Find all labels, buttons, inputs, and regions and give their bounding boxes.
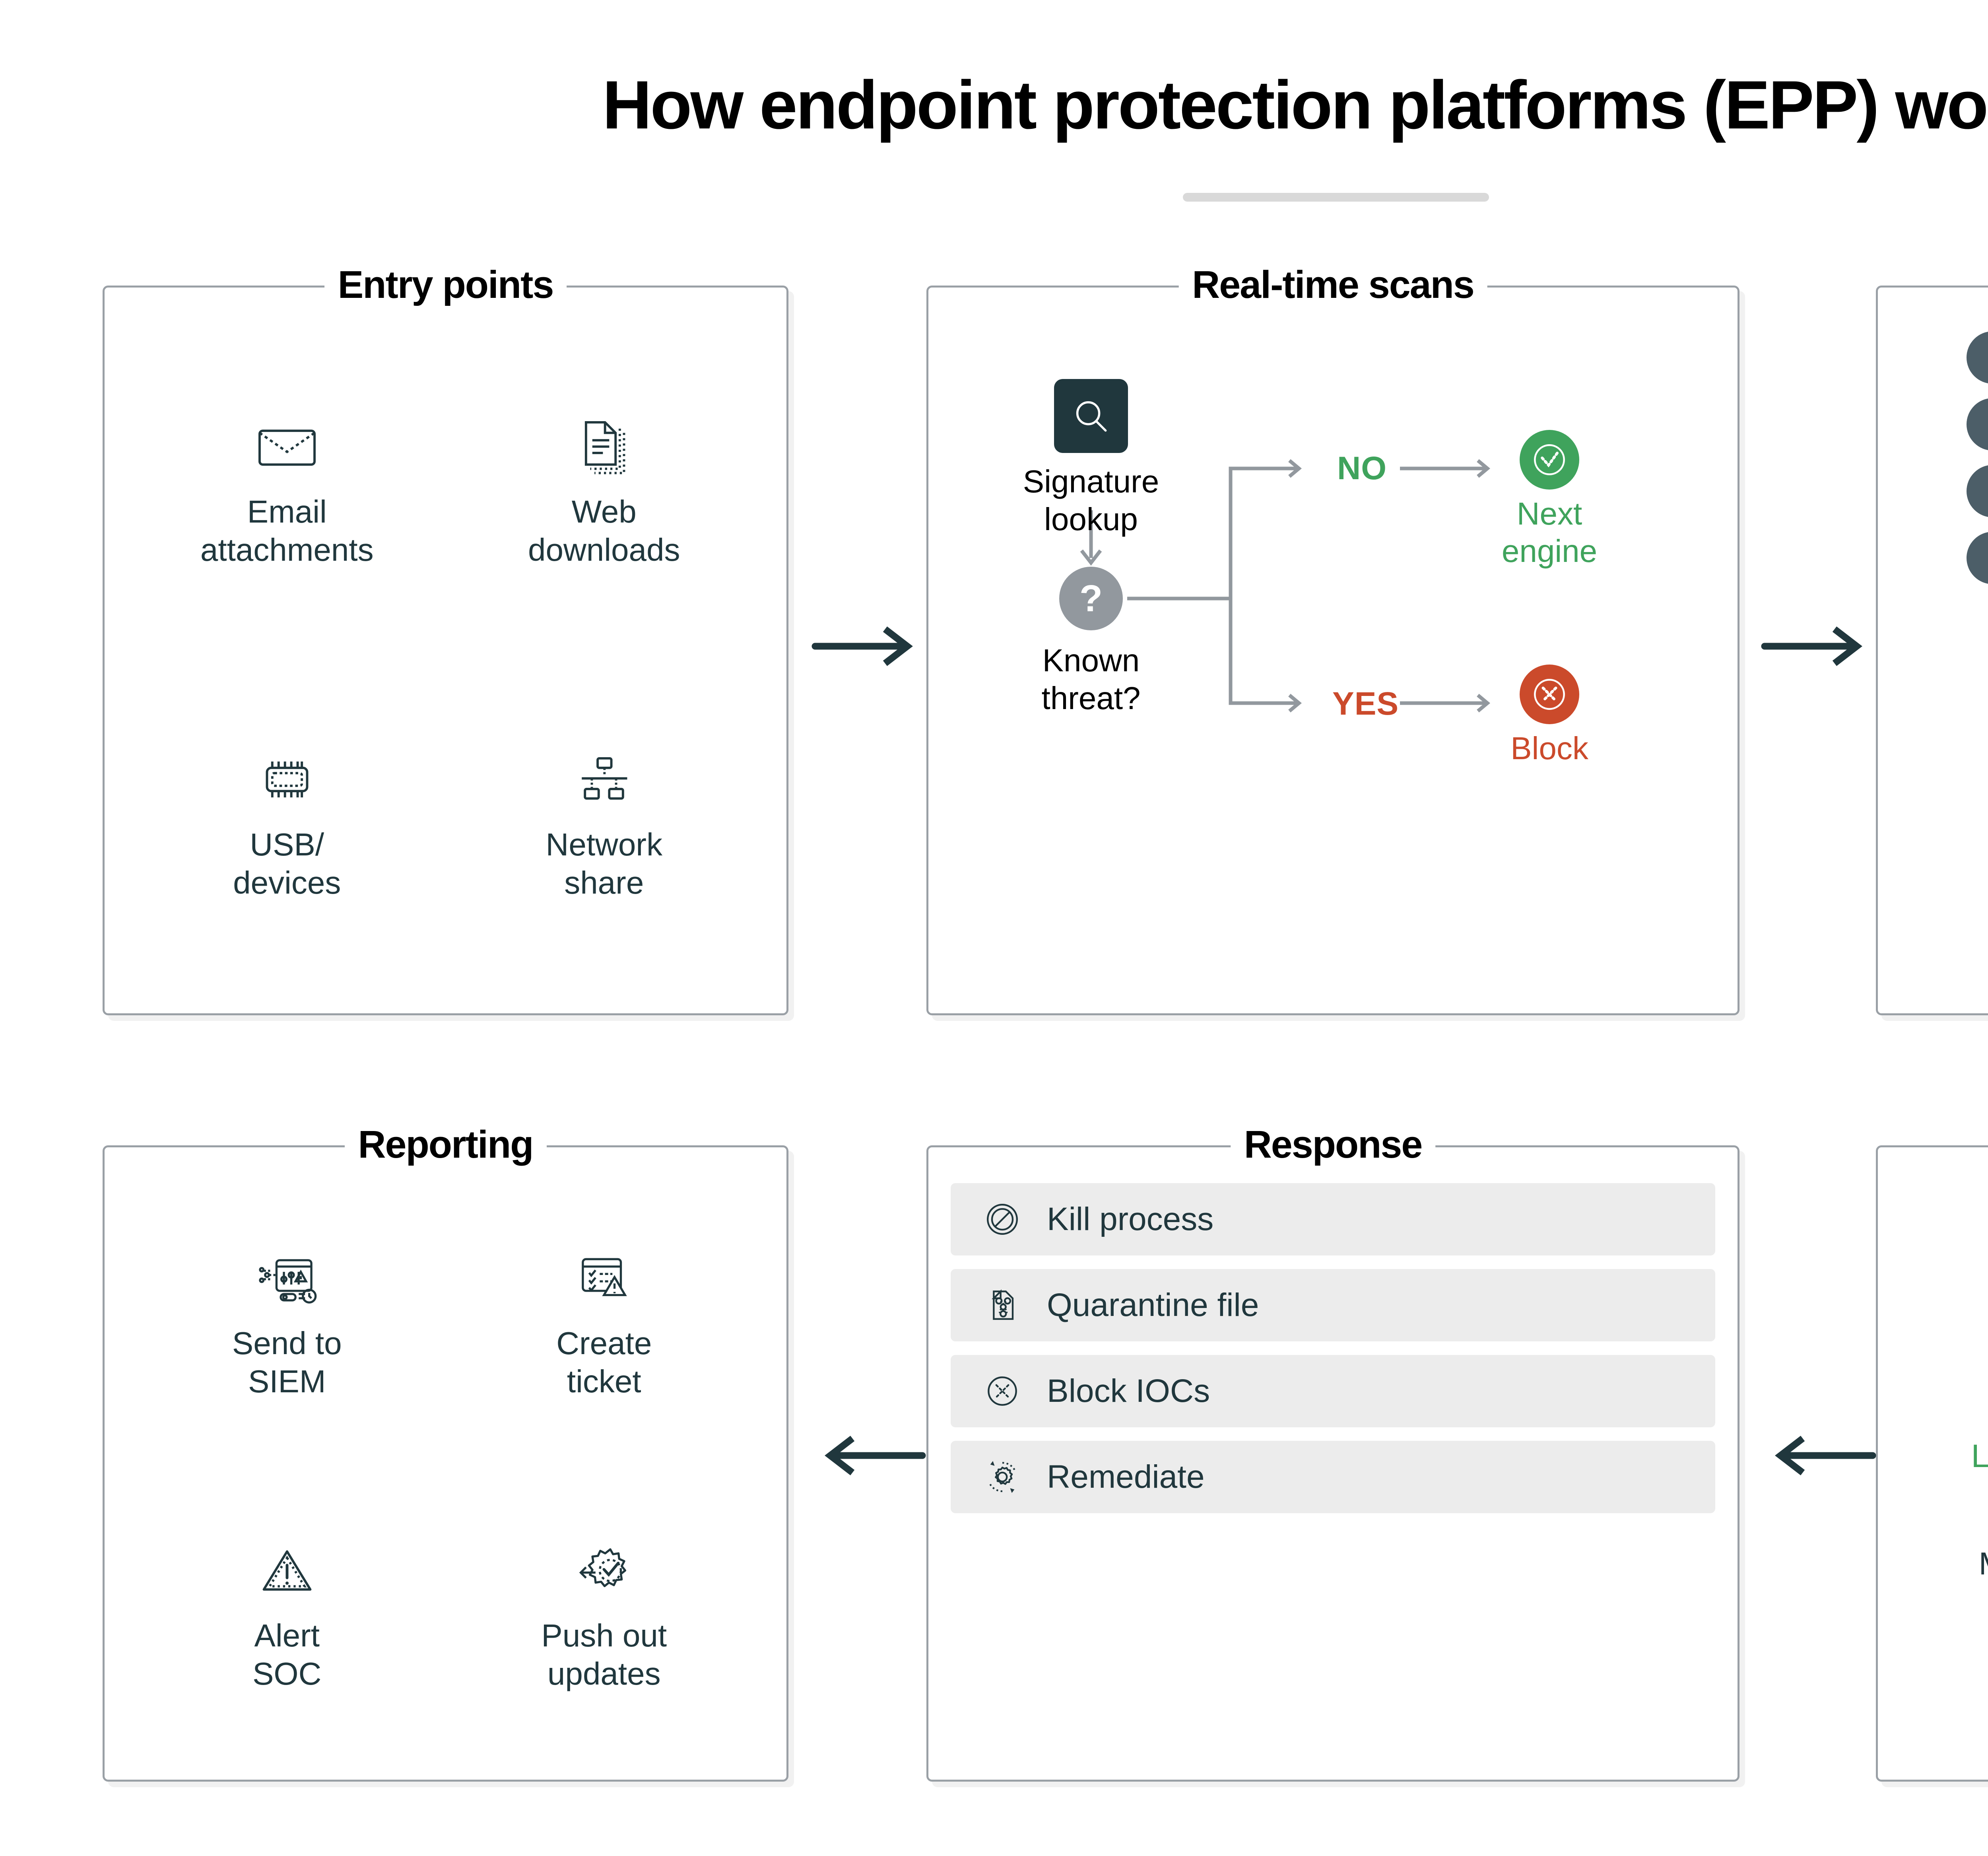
- panel-reporting: Reporting: [103, 1119, 788, 1782]
- gear-refresh-icon: [980, 1455, 1025, 1499]
- entry-item-network-share: Network share: [546, 744, 662, 902]
- panel-real-time-scans: Real-time scans: [926, 259, 1740, 1015]
- risk-label-low: Low risk: [1971, 1438, 1988, 1474]
- response-action-remediate[interactable]: Remediate: [951, 1441, 1715, 1513]
- panel-deep-analysis: Deep analysis Static analysis ML classif…: [1876, 286, 1988, 1015]
- entry-label: Web downloads: [528, 494, 680, 567]
- connector-response-to-reporting: [811, 1430, 930, 1483]
- magnifier-icon: [1054, 379, 1128, 453]
- scan-flow-lines: [1080, 459, 1491, 713]
- outcome-next-engine: Next engine: [1466, 430, 1633, 570]
- threat-score-label: Threat score calculated: [1878, 796, 1988, 832]
- outcome-block: Block: [1466, 665, 1633, 767]
- stage-behavior-analysis[interactable]: Behavior analysis: [1966, 465, 1988, 517]
- gear-check-icon: [568, 1535, 640, 1606]
- entry-label: USB/ devices: [233, 827, 341, 901]
- question-mark-node: ?: [1059, 567, 1123, 630]
- entry-item-web-downloads: Web downloads: [528, 411, 680, 569]
- connector-scans-to-deep: [1757, 620, 1876, 674]
- risk-outcome-manual-triage: Manual triage: [1928, 1545, 1988, 1620]
- reporting-grid: Send to SIEM Create ticket: [105, 1147, 786, 1780]
- reporting-item-send-to-siem: Send to SIEM: [232, 1242, 342, 1401]
- reporting-label: Alert SOC: [252, 1617, 322, 1691]
- entry-item-usb-devices: USB/ devices: [233, 744, 341, 902]
- outcome-label: Block: [1510, 731, 1588, 766]
- reporting-label: Push out updates: [541, 1617, 667, 1691]
- documents-icon: [568, 411, 640, 482]
- reporting-label: Send to SIEM: [232, 1325, 342, 1399]
- connector-decision-to-response: [1761, 1430, 1881, 1483]
- panel-title-response: Response: [1230, 1119, 1436, 1170]
- check-circle-icon: [1520, 430, 1579, 490]
- envelope-icon: [251, 411, 323, 482]
- reporting-item-push-out-updates: Push out updates: [541, 1535, 667, 1693]
- entry-label: Network share: [546, 827, 662, 901]
- entry-label: Email attachments: [200, 494, 374, 567]
- panel-title-entry-points: Entry points: [324, 259, 567, 311]
- branch-label-yes: YES: [1332, 686, 1399, 722]
- panel-title-real-time-scans: Real-time scans: [1178, 259, 1487, 311]
- scan-flow-canvas: Signature lookup ? Known threat? NO YES …: [928, 288, 1738, 1013]
- entry-item-email-attachments: Email attachments: [200, 411, 374, 569]
- response-action-list: Kill process Quarantine file: [951, 1183, 1715, 1513]
- response-label: Kill process: [1047, 1201, 1214, 1237]
- x-crosshair-icon: [980, 1369, 1025, 1413]
- checklist-alert-icon: [568, 1242, 640, 1314]
- reporting-item-alert-soc: Alert SOC: [251, 1535, 323, 1693]
- stage-ml-classification[interactable]: ML classification: [1966, 398, 1988, 451]
- response-label: Block IOCs: [1047, 1373, 1210, 1409]
- panel-title-reporting: Reporting: [344, 1119, 547, 1170]
- response-label: Remediate: [1047, 1459, 1205, 1495]
- panel-decision: Decision Risk scoring: [1876, 1145, 1988, 1782]
- response-action-kill-process[interactable]: Kill process: [951, 1183, 1715, 1255]
- page-title: How endpoint protection platforms (EPP) …: [602, 67, 1988, 143]
- outcome-label: Next engine: [1501, 496, 1598, 569]
- reporting-label: Create ticket: [556, 1325, 652, 1399]
- biohazard-file-icon: [980, 1283, 1025, 1327]
- network-share-icon: [568, 744, 640, 815]
- deep-analysis-stage-list: Static analysis ML classification Behavi…: [1878, 331, 1988, 584]
- dashboard-alert-icon: [251, 1242, 323, 1314]
- chip-icon: [251, 744, 323, 815]
- panel-entry-points: Entry points Email attachments: [103, 259, 788, 1015]
- panel-response: Response Kill process: [926, 1119, 1740, 1782]
- signature-lookup-label: Signature lookup: [1023, 464, 1159, 537]
- reporting-item-create-ticket: Create ticket: [556, 1242, 652, 1401]
- risk-scoring-label: Risk scoring: [1878, 1289, 1988, 1326]
- response-action-block-iocs[interactable]: Block IOCs: [951, 1355, 1715, 1427]
- connector-entry-to-scans: [807, 620, 926, 674]
- x-circle-icon: [1520, 665, 1579, 724]
- stage-sandbox[interactable]: Sandbox: [1966, 532, 1988, 584]
- entry-points-grid: Email attachments Web downloads: [105, 288, 786, 1013]
- title-divider: [1183, 193, 1489, 202]
- response-action-quarantine-file[interactable]: Quarantine file: [951, 1269, 1715, 1341]
- response-label: Quarantine file: [1047, 1287, 1259, 1323]
- no-entry-icon: [980, 1197, 1025, 1242]
- warning-triangle-icon: [251, 1535, 323, 1606]
- known-threat-label: Known threat?: [1041, 643, 1141, 716]
- branch-label-no: NO: [1337, 450, 1387, 486]
- stage-static-analysis[interactable]: Static analysis: [1966, 331, 1988, 384]
